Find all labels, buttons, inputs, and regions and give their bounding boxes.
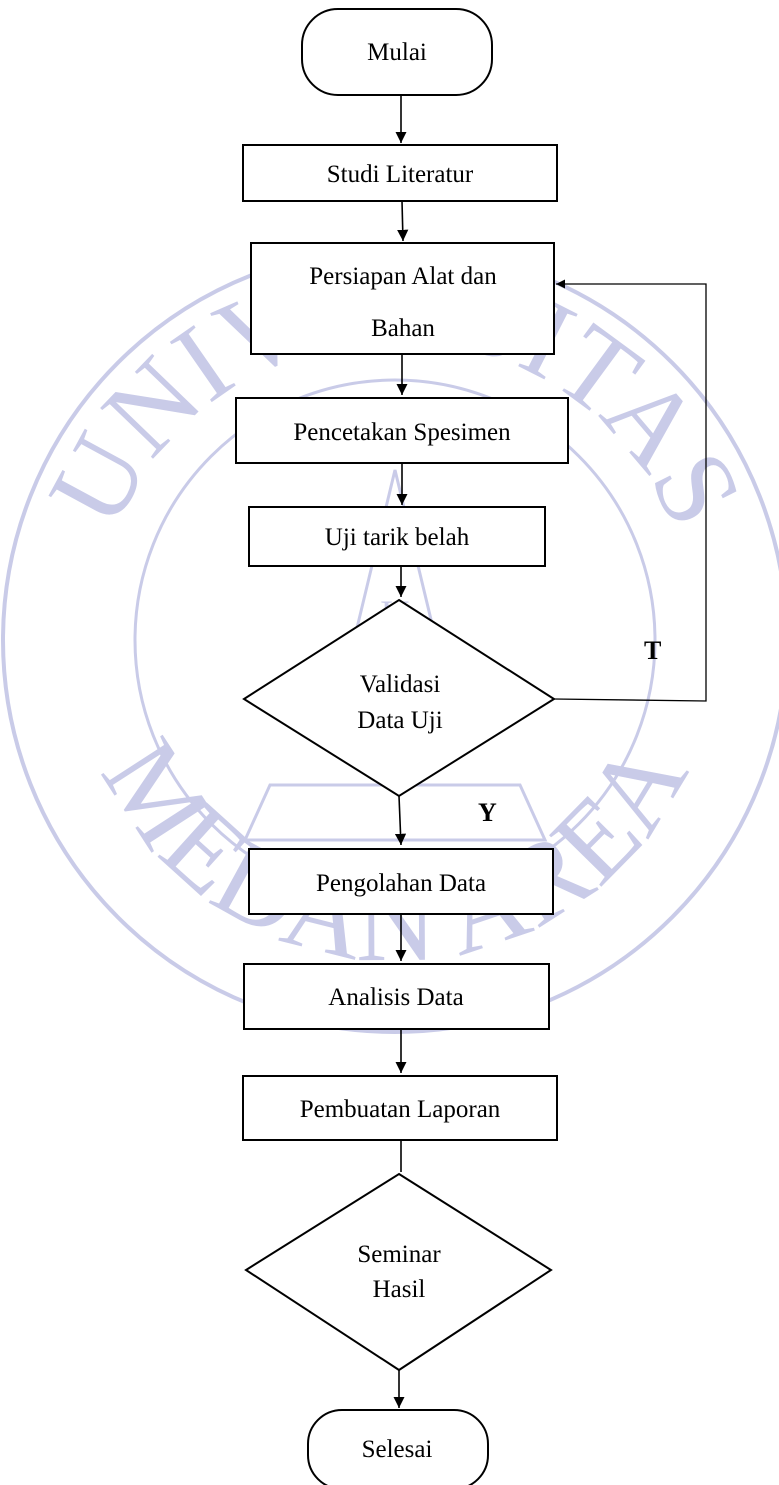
preparation-label-line1: Persiapan Alat dan <box>309 263 497 290</box>
branch-label-yes: Y <box>478 798 497 827</box>
arrow-study-to-prep <box>397 200 409 242</box>
start-terminator <box>301 8 493 96</box>
end-label: Selesai <box>362 1436 433 1463</box>
start-label: Mulai <box>367 39 427 66</box>
data-processing-label: Pengolahan Data <box>316 870 486 897</box>
report-writing-box <box>242 1075 558 1141</box>
split-tensile-test-label: Uji tarik belah <box>325 524 470 551</box>
loop-arrow-no <box>553 279 707 702</box>
report-writing-label: Pembuatan Laporan <box>300 1096 501 1123</box>
study-literature-box <box>242 144 558 202</box>
specimen-printing-label: Pencetakan Spesimen <box>293 419 511 446</box>
preparation-box <box>250 242 555 355</box>
preparation-label-line2: Bahan <box>371 315 435 342</box>
validation-decision <box>242 598 556 798</box>
branch-label-no: T <box>644 636 661 665</box>
data-analysis-label: Analisis Data <box>328 984 463 1011</box>
data-processing-box <box>248 848 554 915</box>
validation-label-line2: Data Uji <box>357 707 442 734</box>
validation-label-line1: Validasi <box>360 671 441 698</box>
end-terminator <box>307 1409 489 1485</box>
seminar-label-line2: Hasil <box>373 1276 426 1303</box>
seminar-decision <box>244 1172 553 1372</box>
arrow-validate-to-process <box>394 795 407 846</box>
specimen-printing-box <box>235 397 569 464</box>
data-analysis-box <box>243 963 550 1030</box>
split-tensile-test-box <box>248 506 546 567</box>
seminar-label-line1: Seminar <box>357 1241 441 1268</box>
study-literature-label: Studi Literatur <box>327 161 474 188</box>
